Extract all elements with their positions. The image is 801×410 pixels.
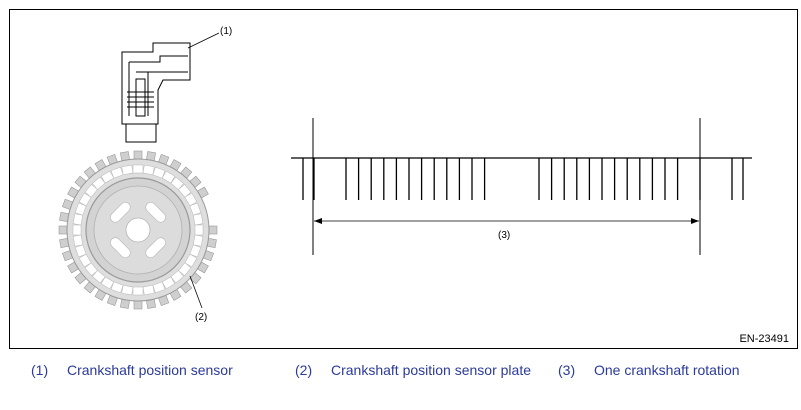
plate-slot — [78, 192, 92, 207]
plate-slot — [132, 164, 144, 174]
crankshaft-position-sensor-plate — [58, 150, 218, 310]
plate-slot — [178, 262, 192, 276]
plate-slot — [161, 276, 176, 290]
legend-text-2: Crankshaft position sensor plate — [331, 362, 531, 378]
plate-slot — [189, 202, 202, 216]
plate-slot — [100, 170, 115, 184]
callout-3: (3) — [498, 230, 510, 241]
plate-slot — [152, 281, 166, 294]
plate-slot — [84, 184, 98, 198]
sensor-signal-waveform — [291, 157, 752, 200]
plate-tooth — [58, 225, 68, 235]
plate-slot — [72, 224, 82, 236]
plate-slot — [178, 184, 192, 198]
plate-tooth — [208, 225, 218, 235]
legend-text-3: One crankshaft rotation — [594, 362, 740, 378]
plate-slot — [132, 286, 144, 296]
callout-1: (1) — [220, 26, 232, 37]
plate-slot — [92, 270, 106, 284]
legend-number-3: (3) — [558, 362, 576, 378]
plate-slot — [189, 244, 202, 258]
plate-slot — [170, 270, 184, 284]
plate-slot — [72, 213, 84, 226]
plate-cutout — [145, 237, 166, 258]
plate-slot — [194, 224, 204, 236]
plate-slot — [142, 164, 155, 176]
plate-center-hole — [125, 217, 151, 243]
rotation-dimension — [312, 118, 701, 255]
plate-slot — [84, 262, 98, 276]
plate-slot — [184, 192, 198, 207]
legend-number-1: (1) — [31, 362, 49, 378]
plate-cutout — [145, 202, 166, 223]
diagram-frame: (1) (2) (3) EN-23491 — [9, 9, 798, 349]
crankshaft-position-sensor — [121, 42, 191, 143]
plate-slot — [192, 213, 204, 226]
plate-slot — [74, 202, 87, 216]
plate-slot — [170, 176, 184, 190]
plate-slot — [72, 234, 84, 247]
plate-slot — [161, 170, 176, 184]
plate-cutout — [110, 237, 131, 258]
plate-slot — [142, 284, 155, 296]
plate-tooth — [133, 150, 143, 160]
plate-slot — [121, 284, 134, 296]
plate-slot — [100, 276, 115, 290]
plate-slot — [74, 244, 87, 258]
plate-slot — [110, 281, 124, 294]
callout-2: (2) — [195, 312, 207, 323]
plate-tooth — [133, 300, 143, 310]
plate-slot — [184, 253, 198, 268]
plate-cutout — [110, 202, 131, 223]
plate-slot — [121, 164, 134, 176]
plate-slot — [110, 166, 124, 179]
plate-slot — [92, 176, 106, 190]
plate-slot — [152, 166, 166, 179]
legend-text-1: Crankshaft position sensor — [67, 362, 233, 378]
figure-code: EN-23491 — [739, 333, 789, 345]
plate-slot — [78, 253, 92, 268]
plate-slot — [192, 234, 204, 247]
legend-number-2: (2) — [295, 362, 313, 378]
